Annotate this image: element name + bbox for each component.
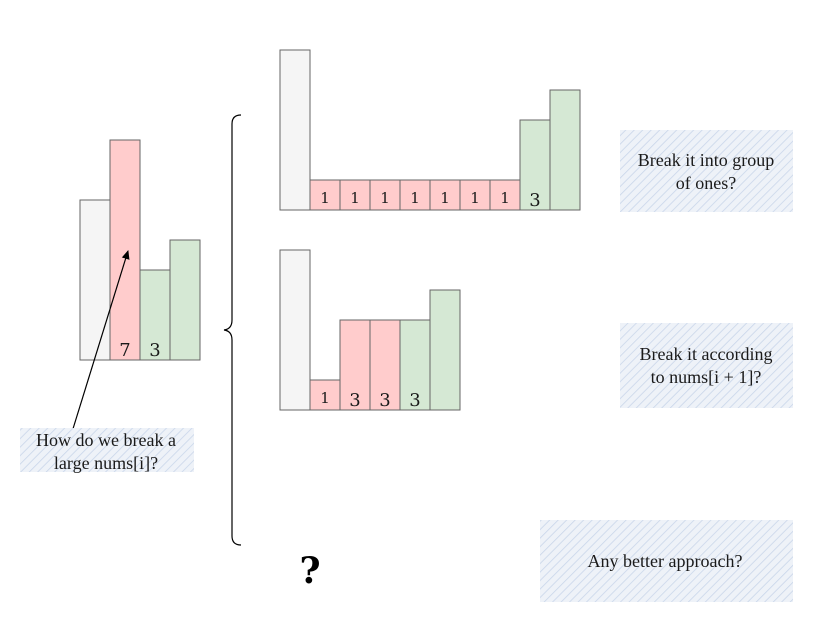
left-note-box bbox=[20, 428, 194, 472]
option-two-note-line: Break it according bbox=[640, 344, 773, 364]
option-one-bar-red bbox=[309, 179, 341, 211]
option-one-bar-green-short bbox=[519, 119, 551, 211]
left-bar-label: 7 bbox=[119, 340, 130, 361]
left-note-line: large nums[i]? bbox=[54, 453, 158, 473]
option-one-note-box bbox=[620, 130, 793, 212]
option-one-chart: 1 1 1 1 1 1 1 3 bbox=[279, 49, 581, 211]
left-bar-label: 3 bbox=[149, 340, 160, 361]
option-two-bar-label: 1 bbox=[320, 389, 330, 407]
option-three-note: Any better approach? bbox=[588, 551, 743, 571]
option-two-bar-red bbox=[369, 319, 401, 411]
option-two-bar-label: 3 bbox=[379, 390, 390, 411]
left-bar-green-tall bbox=[169, 239, 201, 361]
left-bar-red-large bbox=[109, 139, 141, 361]
option-three-note-box bbox=[540, 520, 793, 602]
option-one-bar-red bbox=[369, 179, 401, 211]
question-mark: ? bbox=[299, 550, 320, 592]
left-note-line: How do we break a bbox=[36, 430, 176, 450]
option-two-bar-green-tall bbox=[429, 289, 461, 411]
pointer-arrow bbox=[71, 250, 130, 433]
option-two-bar-gray bbox=[279, 249, 311, 411]
option-two-bar-red-small bbox=[309, 379, 341, 411]
option-one-bar-gray bbox=[279, 49, 311, 211]
option-one-bar-label: 1 bbox=[500, 189, 510, 207]
option-one-bar-label: 1 bbox=[320, 189, 330, 207]
option-two-bar-red bbox=[339, 319, 371, 411]
option-one-bar-label: 1 bbox=[410, 189, 420, 207]
option-one-note-line: of ones? bbox=[676, 173, 736, 193]
option-one-note-line: Break it into group bbox=[638, 150, 774, 170]
option-one-bar-label: 1 bbox=[440, 189, 450, 207]
option-one-bar-green-tall bbox=[549, 89, 581, 211]
curly-brace bbox=[223, 114, 242, 546]
option-one-bar-red bbox=[339, 179, 371, 211]
option-one-bar-label: 3 bbox=[529, 190, 540, 211]
left-bar-green-short bbox=[139, 269, 171, 361]
option-one-bar-label: 1 bbox=[350, 189, 360, 207]
left-bar-gray bbox=[79, 199, 111, 361]
option-one-bar-label: 1 bbox=[380, 189, 390, 207]
option-two-bar-green-short bbox=[399, 319, 431, 411]
option-two-bar-label: 3 bbox=[349, 390, 360, 411]
option-two-bar-label: 3 bbox=[409, 390, 420, 411]
option-two-note-line: to nums[i + 1]? bbox=[651, 367, 762, 387]
option-one-bar-red bbox=[429, 179, 461, 211]
option-one-bar-label: 1 bbox=[470, 189, 480, 207]
left-bar-chart: 7 3 bbox=[79, 139, 201, 361]
option-two-note-box bbox=[620, 323, 793, 408]
option-two-chart: 1 3 3 3 bbox=[279, 249, 461, 411]
